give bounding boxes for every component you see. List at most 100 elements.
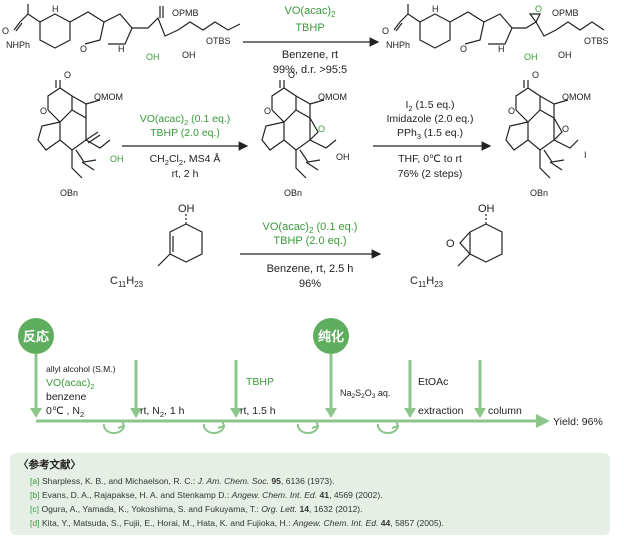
r1-reagent-1: VO(acac)2 bbox=[285, 5, 336, 19]
reference-authors: Evans, D. A., Rajapakse, H. A. and Stenk… bbox=[41, 490, 232, 500]
r1-cond-2: 99%, d.r. >95:5 bbox=[273, 64, 347, 76]
reference-item: [b] Evans, D. A., Rajapakse, H. A. and S… bbox=[30, 490, 383, 500]
r1-sm-oh2: OH bbox=[182, 50, 196, 60]
r2-mid-obn: OBn bbox=[284, 188, 302, 198]
r1-sm-h2: H bbox=[118, 44, 125, 54]
stir-arrow-icon bbox=[217, 419, 226, 429]
r2-reagent-1: VO(acac)2 (0.1 eq.) bbox=[140, 113, 231, 127]
r2-mid-oh: OH bbox=[336, 152, 350, 162]
reference-journal: Angew. Chem. Int. Ed. bbox=[292, 518, 379, 528]
reference-item: [c] Ogura, A., Yamada, K., Yokoshima, S.… bbox=[30, 504, 363, 514]
reference-journal: Org. Lett. bbox=[261, 504, 298, 514]
r4-sm-oh: OH bbox=[178, 203, 195, 215]
r4-cond-2: 96% bbox=[299, 278, 321, 290]
stir-icon bbox=[376, 423, 399, 434]
reference-pages: , 6136 (1973). bbox=[280, 476, 335, 486]
r1-cond-1: Benzene, rt bbox=[282, 49, 338, 61]
r1-pr-epoxide-o: O bbox=[535, 4, 542, 14]
stir-icon bbox=[296, 423, 319, 434]
r1-sm-o2: O bbox=[80, 44, 87, 54]
r3-pr-o2: O bbox=[532, 70, 539, 80]
flow-add-1-line-4: 0℃ , N2 bbox=[46, 405, 84, 419]
badge-reaction bbox=[18, 318, 54, 354]
r3-pr-o: O bbox=[508, 106, 515, 116]
reference-pages: , 1632 (2012). bbox=[309, 504, 363, 514]
reaction-2-intermediate bbox=[261, 80, 337, 179]
r2-sm-oh: OH bbox=[110, 154, 124, 164]
r2-mid-omom: OMOM bbox=[318, 92, 347, 102]
reference-authors: Ogura, A., Yamada, K., Yokoshima, S. and… bbox=[41, 504, 262, 514]
reaction-4: OH C11H23 VO(acac)2 (0.1 eq.) TBHP (2.0 … bbox=[110, 203, 503, 290]
flow-step-5: column bbox=[488, 405, 522, 417]
r1-sm-o: O bbox=[2, 26, 9, 36]
r1-reagent-2: TBHP bbox=[295, 22, 324, 34]
r4-pr-oh: OH bbox=[478, 203, 495, 215]
r1-sm-h: H bbox=[52, 4, 59, 14]
r2-sm-omom: OMOM bbox=[94, 92, 123, 102]
r1-pr-h2: H bbox=[498, 44, 505, 54]
reference-journal: J. Am. Chem. Soc. bbox=[197, 476, 269, 486]
r1-pr-o2: O bbox=[460, 44, 467, 54]
reference-volume: 44 bbox=[380, 518, 391, 528]
r1-sm-nhph: NHPh bbox=[6, 40, 30, 50]
r2-mid-o2: O bbox=[288, 70, 295, 80]
reference-tag: [d] bbox=[30, 518, 40, 528]
flow-add-1-line-1: allyl alcohol (S.M.) bbox=[46, 364, 116, 374]
reference-volume: 41 bbox=[319, 490, 330, 500]
r2-sm-o2: O bbox=[64, 70, 71, 80]
r1-pr-opmb: OPMB bbox=[552, 8, 579, 18]
reference-journal: Angew. Chem. Int. Ed. bbox=[231, 490, 318, 500]
flow-yield: Yield: 96% bbox=[553, 416, 603, 428]
r2-mid-o: O bbox=[264, 106, 271, 116]
stir-arrow-icon bbox=[311, 419, 320, 429]
reference-authors: Sharpless, K. B., and Michaelson, R. C.: bbox=[41, 476, 198, 486]
r4-pr-alkyl: C11H23 bbox=[410, 275, 444, 289]
r2-mid-epoxide-o: O bbox=[318, 124, 325, 134]
r1-pr-o: O bbox=[382, 26, 389, 36]
r2-cond-1: CH2Cl2, MS4 Å bbox=[150, 152, 221, 167]
flow-step-4: extraction bbox=[418, 405, 464, 417]
stir-icon bbox=[102, 423, 125, 434]
flow-add-1-line-3: benzene bbox=[46, 391, 86, 403]
reference-volume: 14 bbox=[299, 504, 309, 514]
r1-sm-oh: OH bbox=[146, 52, 160, 62]
badge-reaction-label: 反応 bbox=[23, 329, 49, 344]
r1-sm-opmb: OPMB bbox=[172, 8, 199, 18]
flow-main-arrowhead bbox=[536, 414, 550, 428]
r3-pr-omom: OMOM bbox=[562, 92, 591, 102]
flow-add-1-line-2: VO(acac)2 bbox=[46, 377, 95, 391]
r1-sm-otbs: OTBS bbox=[206, 36, 231, 46]
r3-pr-epoxide-o: O bbox=[562, 124, 569, 134]
reference-tag: [c] bbox=[30, 504, 40, 514]
reference-item: [d] Kita, Y., Matsuda, S., Fujii, E., Ho… bbox=[30, 518, 444, 528]
flow-add-2: TBHP bbox=[246, 376, 274, 388]
flow-step-1: rt, N2, 1 h bbox=[140, 405, 185, 419]
r4-reagent-1: VO(acac)2 (0.1 eq.) bbox=[263, 221, 358, 235]
r4-cond-1: Benzene, rt, 2.5 h bbox=[267, 263, 354, 275]
references-box bbox=[10, 453, 610, 535]
reference-volume: 95 bbox=[271, 476, 281, 486]
reaction-4-starting-material bbox=[157, 212, 203, 267]
r3-reagent-2: Imidazole (2.0 eq.) bbox=[387, 113, 474, 125]
r1-pr-h: H bbox=[432, 4, 439, 14]
r3-reagent-3: PPh3 (1.5 eq.) bbox=[397, 127, 463, 141]
reference-pages: , 4569 (2002). bbox=[329, 490, 383, 500]
r3-cond-2: 76% (2 steps) bbox=[398, 168, 463, 180]
reaction-4-product bbox=[457, 212, 503, 267]
badge-purify-label: 纯化 bbox=[318, 329, 344, 344]
stir-arrow-icon bbox=[117, 419, 126, 429]
r2-sm-obn: OBn bbox=[60, 188, 78, 198]
r2-reagent-2: TBHP (2.0 eq.) bbox=[150, 127, 220, 139]
reference-tag: [b] bbox=[30, 490, 40, 500]
r1-pr-nhph: NHPh bbox=[386, 40, 410, 50]
flow-add-4: EtOAc bbox=[418, 376, 448, 388]
r3-reagent-1: I2 (1.5 eq.) bbox=[405, 99, 454, 113]
r4-reagent-2: TBHP (2.0 eq.) bbox=[273, 235, 346, 247]
reaction-1: NHPh O H O H OH OPMB OH OTBS VO(acac)2 T… bbox=[2, 4, 609, 76]
references-title: 〈参考文献〉 bbox=[18, 459, 81, 471]
badge-purify bbox=[313, 318, 349, 354]
reaction-1-product bbox=[393, 4, 605, 49]
reference-authors: Kita, Y., Matsuda, S., Fujii, E., Horai,… bbox=[41, 518, 293, 528]
r3-pr-obn: OBn bbox=[530, 188, 548, 198]
